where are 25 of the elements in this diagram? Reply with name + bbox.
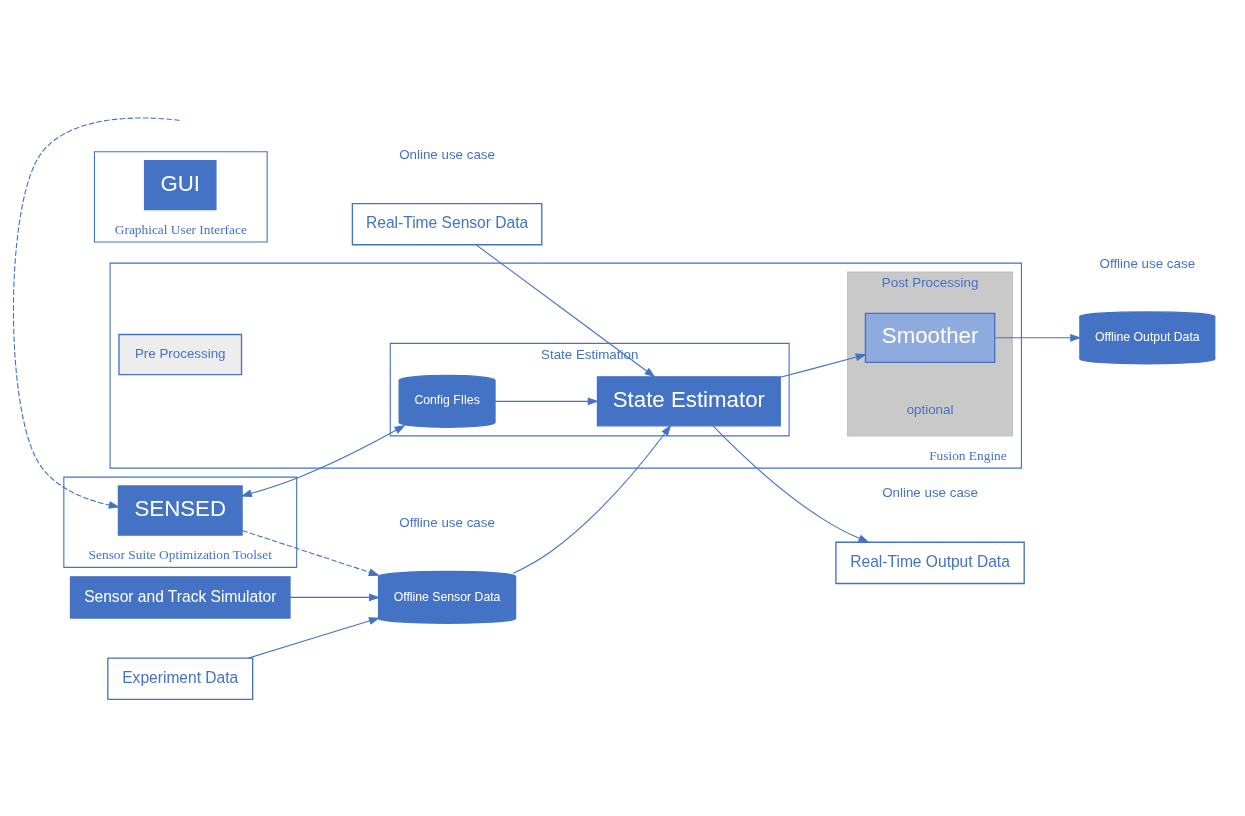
- node-label: Offline use case: [398, 514, 495, 530]
- node-label: Offline use case: [1099, 255, 1195, 271]
- arrow: [289, 593, 380, 601]
- node-label: Online use case: [881, 484, 978, 500]
- node-label: optional: [906, 401, 953, 417]
- arrow: [494, 396, 599, 405]
- arrow: [993, 333, 1081, 342]
- node-box: Real-Time Output Data: [834, 541, 1025, 584]
- node-box: Pre Processing: [117, 333, 242, 375]
- node-box: Experiment Data: [106, 656, 253, 700]
- node-label: Online use case: [398, 146, 495, 162]
- arrow: [240, 424, 406, 497]
- node-box: Smoother: [864, 312, 995, 363]
- arrow: [241, 529, 380, 576]
- arrow: [247, 616, 380, 659]
- node-box: GUI: [143, 159, 217, 210]
- node-box: State Estimator: [596, 375, 781, 426]
- arrow: [475, 243, 656, 378]
- node-box: SENSED: [117, 484, 243, 536]
- node-box: Real-Time Sensor Data: [351, 202, 542, 245]
- arrow: [779, 352, 867, 378]
- node-box: Sensor and Track Simulator: [69, 575, 291, 619]
- arrow: [512, 424, 671, 574]
- arrow: [12, 116, 180, 509]
- arrow: [712, 425, 870, 543]
